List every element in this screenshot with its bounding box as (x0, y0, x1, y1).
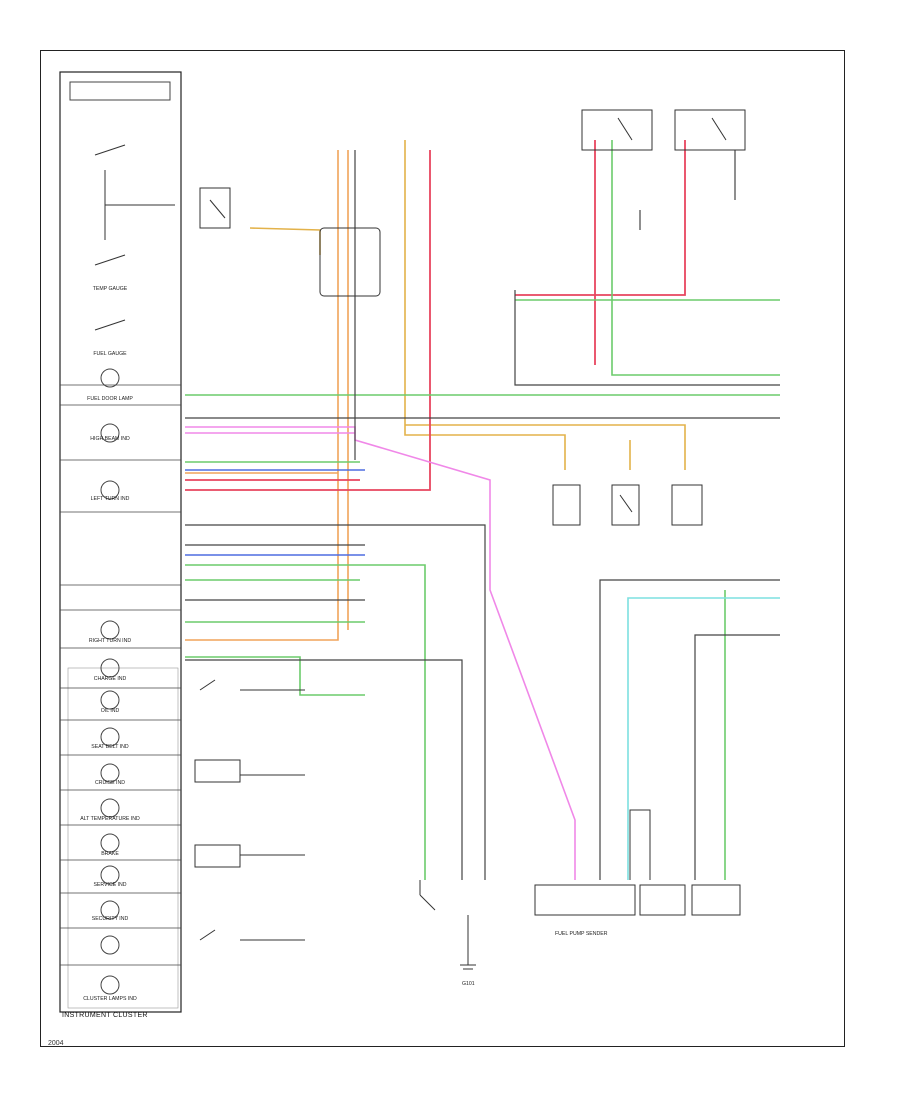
brake-switch (199, 187, 231, 229)
sensor-b (611, 484, 640, 526)
indicator-label: LEFT TURN IND (91, 496, 130, 502)
indicator-label: ALT TEMPERATURE IND (80, 816, 140, 822)
wire-cyan (627, 597, 780, 880)
relay-2 (674, 109, 746, 151)
indicator-label: FUEL GAUGE (93, 351, 127, 357)
wire-pink (185, 426, 576, 880)
indicator-label: CHARGE IND (94, 676, 127, 682)
relay-1 (581, 109, 653, 151)
indicator-label: HIGH BEAM IND (90, 436, 130, 442)
wire-blue (185, 469, 365, 556)
cluster-caption: INSTRUMENT CLUSTER (62, 1012, 148, 1019)
fuel-pump-sender-label: FUEL PUMP SENDER (555, 931, 608, 937)
control-module (691, 884, 741, 916)
wire-orange (185, 150, 349, 641)
wire-black (185, 150, 780, 880)
indicator-label: OIL IND (101, 708, 120, 714)
wire-yellow (249, 140, 686, 470)
indicator-label: FUEL DOOR LAMP (87, 396, 133, 402)
indicator-label: SEAT BELT IND (91, 744, 129, 750)
wire-red (185, 140, 686, 491)
fuel-pump-sender (534, 884, 636, 916)
ground-symbol (460, 915, 476, 970)
cluster-dividers (60, 384, 181, 966)
connector-c1 (319, 227, 381, 297)
indicator-label: TEMP GAUGE (93, 286, 128, 292)
indicator-label: SERVICE IND (93, 882, 126, 888)
cluster-switches (94, 144, 175, 331)
instrument-cluster (59, 71, 182, 1013)
cluster-lamps (100, 368, 120, 995)
indicator-label: CRUISE IND (95, 780, 125, 786)
door-switches (194, 679, 305, 941)
indicator-label: SECURITY IND (92, 916, 129, 922)
indicator-label: RIGHT TURN IND (89, 638, 131, 644)
diagram-frame (40, 50, 845, 1047)
wire-green (185, 140, 780, 880)
indicator-label: BRAKE (101, 851, 119, 857)
ground-label: G101 (462, 981, 475, 987)
sensor-a (552, 484, 581, 526)
footer-code: 2004 (48, 1040, 64, 1047)
switch-pressure (419, 880, 436, 911)
speed-sensor (629, 809, 686, 916)
indicator-label: CLUSTER LAMPS IND (83, 996, 137, 1002)
sensor-c (671, 484, 703, 526)
